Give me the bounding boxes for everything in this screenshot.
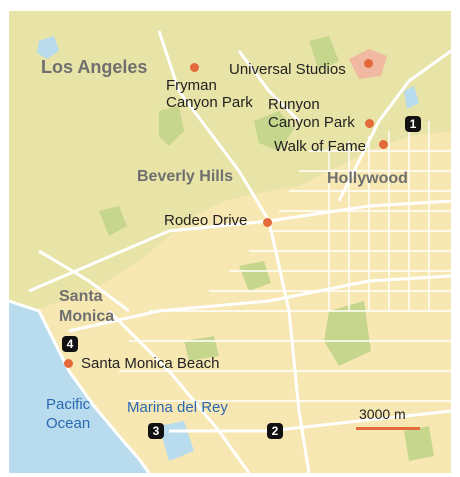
scale-label: 3000 m <box>359 406 406 422</box>
marker-4[interactable]: 4 <box>62 336 78 352</box>
map-canvas[interactable]: Los Angeles Beverly Hills Hollywood Sant… <box>9 11 451 473</box>
map-graphic <box>9 11 451 473</box>
poi-dot-runyon[interactable] <box>365 119 374 128</box>
marker-1[interactable]: 1 <box>405 116 421 132</box>
poi-label-walk-of-fame[interactable]: Walk of Fame <box>274 138 366 155</box>
label-hollywood: Hollywood <box>327 170 408 187</box>
label-los-angeles: Los Angeles <box>41 57 148 77</box>
label-beverly-hills: Beverly Hills <box>137 168 234 185</box>
poi-dot-fryman[interactable] <box>190 63 199 72</box>
marker-3[interactable]: 3 <box>148 423 164 439</box>
poi-dot-walk-of-fame[interactable] <box>379 140 388 149</box>
poi-label-universal-studios[interactable]: Universal Studios <box>229 61 346 78</box>
label-pacific-line1: Pacific <box>46 396 91 413</box>
scale-bar <box>356 427 420 430</box>
poi-label-rodeo-drive[interactable]: Rodeo Drive <box>164 212 248 229</box>
poi-dot-universal-studios[interactable] <box>364 59 373 68</box>
poi-label-runyon-line2[interactable]: Canyon Park <box>268 114 355 131</box>
label-santa-monica-line1: Santa <box>59 288 103 305</box>
poi-label-fryman-line2[interactable]: Canyon Park <box>166 94 253 111</box>
label-pacific-line2: Ocean <box>46 415 91 432</box>
label-santa-monica-line2: Monica <box>59 308 115 325</box>
marker-2[interactable]: 2 <box>267 423 283 439</box>
poi-dot-santa-monica-beach[interactable] <box>64 359 73 368</box>
poi-label-fryman-line1[interactable]: Fryman <box>166 77 217 94</box>
poi-label-santa-monica-beach[interactable]: Santa Monica Beach <box>81 355 220 372</box>
label-marina-del-rey: Marina del Rey <box>127 399 228 416</box>
poi-dot-rodeo-drive[interactable] <box>263 218 272 227</box>
poi-label-runyon-line1[interactable]: Runyon <box>268 96 320 113</box>
